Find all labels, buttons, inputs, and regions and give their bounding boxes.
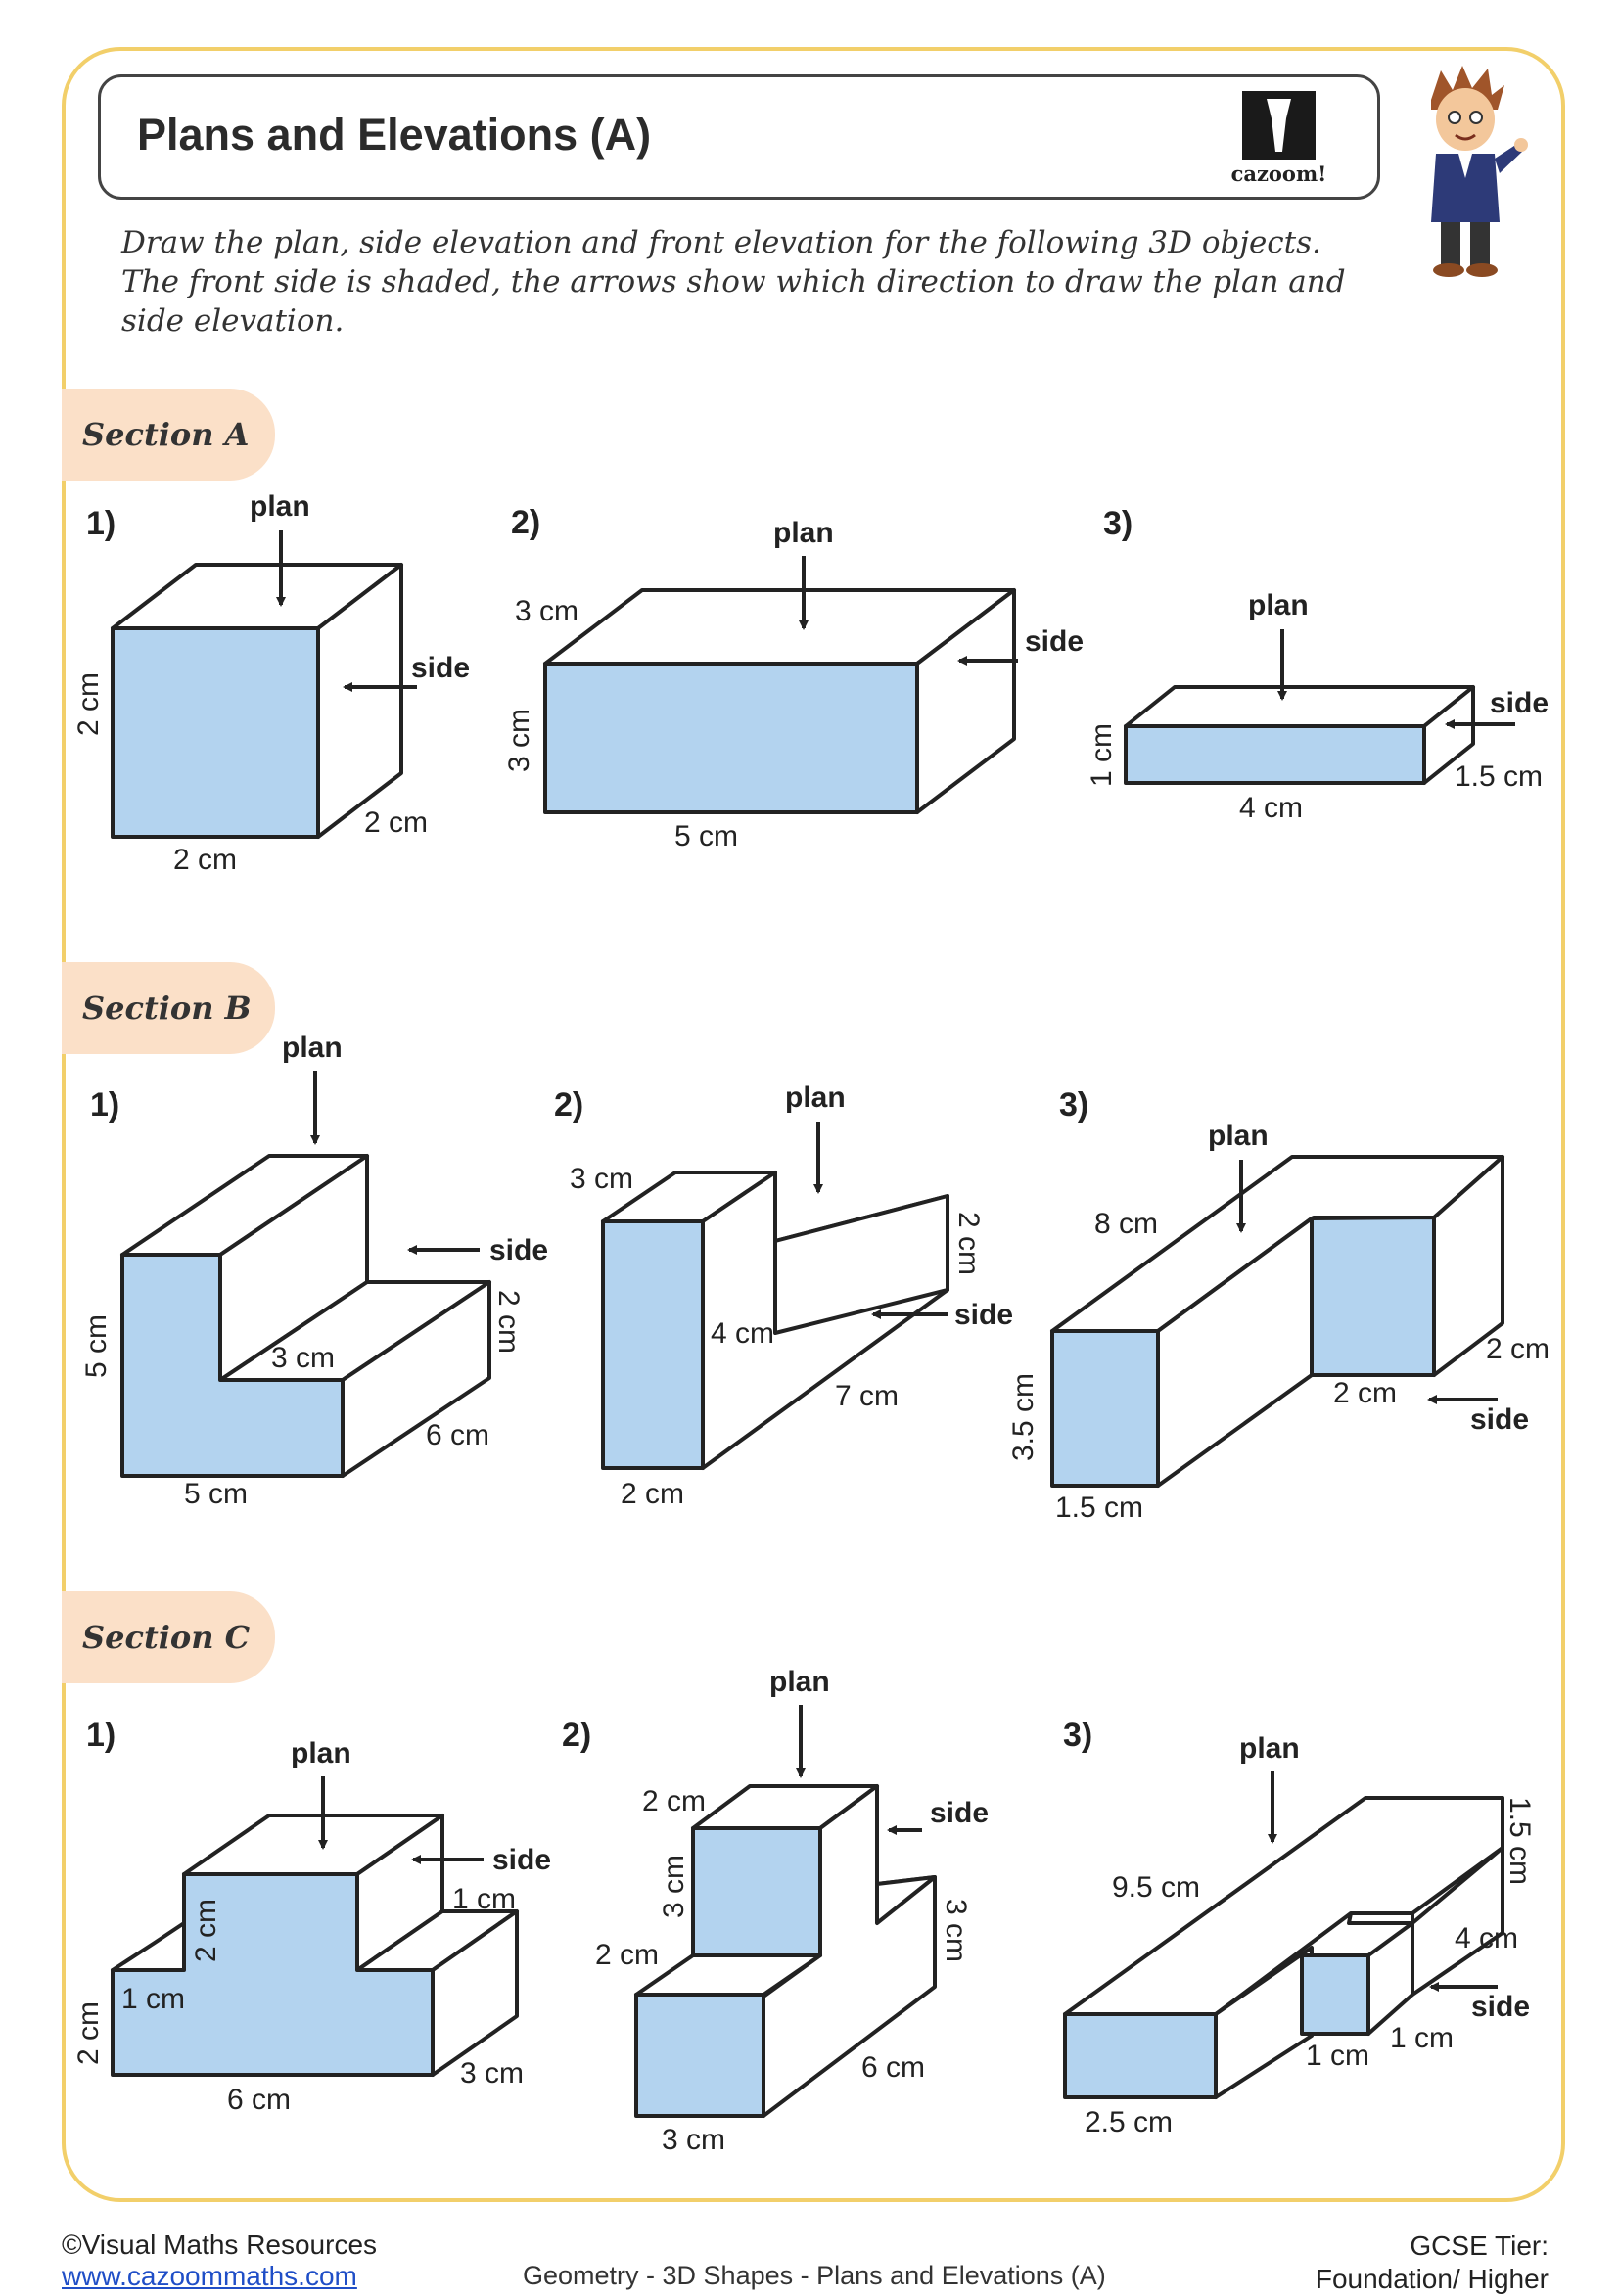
b2-number: 2)	[554, 1086, 583, 1124]
c1-low-height-label: 2 cm	[72, 2001, 105, 2065]
c2-top-label: 2 cm	[642, 1785, 706, 1817]
website-link[interactable]: www.cazoommaths.com	[62, 2261, 357, 2291]
a1-depth-label: 2 cm	[364, 806, 428, 839]
a3-height-label: 1 cm	[1086, 723, 1118, 787]
shape-c3	[1063, 1796, 1504, 2099]
b3-plan-label: plan	[1208, 1120, 1269, 1152]
page-title: Plans and Elevations (A)	[137, 110, 652, 160]
a1-width-label: 2 cm	[173, 844, 237, 876]
a3-side-label: side	[1490, 687, 1549, 719]
b3-side-label: side	[1470, 1403, 1529, 1436]
c1-low-step-label: 1 cm	[121, 1983, 185, 2015]
b2-depth-label: 7 cm	[835, 1380, 899, 1412]
b2-top-label: 3 cm	[570, 1163, 633, 1195]
logo-text: cazoom!	[1230, 161, 1327, 186]
a3-number: 3)	[1103, 505, 1133, 542]
c1-width-label: 6 cm	[227, 2084, 291, 2116]
c3-length-label: 9.5 cm	[1112, 1871, 1200, 1904]
shape-a3	[1124, 685, 1475, 785]
instruction-line: side elevation.	[121, 303, 345, 339]
a2-plan-label: plan	[773, 517, 834, 549]
section-a-tab: Section A	[62, 389, 275, 481]
shape-a2	[543, 588, 1016, 814]
c1-number: 1)	[86, 1717, 116, 1754]
b2-notch-label: 4 cm	[711, 1317, 774, 1350]
a1-height-label: 2 cm	[72, 672, 105, 736]
a2-number: 2)	[511, 504, 540, 541]
b1-depth-label: 6 cm	[426, 1419, 489, 1451]
instruction-line: Draw the plan, side elevation and front …	[121, 225, 1321, 260]
b1-plan-label: plan	[282, 1032, 343, 1064]
b2-side-label: side	[954, 1299, 1013, 1331]
a1-side-label: side	[411, 652, 470, 684]
copyright-text: ©Visual Maths Resources	[62, 2229, 378, 2260]
a2-side-label: side	[1025, 625, 1084, 658]
a2-depth-label: 3 cm	[515, 595, 578, 627]
section-c-tab: Section C	[62, 1591, 275, 1683]
c1-step-label: 1 cm	[452, 1883, 516, 1915]
shape-b3	[1050, 1155, 1504, 1488]
b2-width-label: 2 cm	[621, 1478, 684, 1510]
footer-topic: Geometry - 3D Shapes - Plans and Elevati…	[523, 2261, 1106, 2290]
shape-a1	[111, 563, 403, 839]
a2-height-label: 3 cm	[503, 709, 535, 772]
instructions: Draw the plan, side elevation and front …	[121, 223, 1346, 341]
c3-plan-label: plan	[1239, 1732, 1300, 1765]
c3-number: 3)	[1063, 1717, 1092, 1754]
footer-left: ©Visual Maths Resources www.cazoommaths.…	[62, 2229, 377, 2292]
c2-depth-label: 6 cm	[861, 2051, 925, 2084]
instruction-line: The front side is shaded, the arrows sho…	[121, 264, 1346, 299]
shape-c2	[634, 1784, 937, 2118]
b3-length-label: 8 cm	[1094, 1208, 1158, 1240]
c3-side-label: side	[1471, 1991, 1530, 2023]
cazoom-logo-icon	[1242, 91, 1316, 160]
c1-plan-label: plan	[291, 1737, 351, 1769]
a1-number: 1)	[86, 505, 116, 542]
c2-width-label: 3 cm	[662, 2124, 725, 2156]
c2-right-label: 3 cm	[940, 1899, 972, 1962]
a3-plan-label: plan	[1248, 589, 1309, 621]
b1-step-label: 3 cm	[271, 1342, 335, 1374]
section-b-tab: Section B	[62, 962, 275, 1054]
c2-number: 2)	[562, 1717, 591, 1754]
c2-plan-label: plan	[769, 1666, 830, 1698]
c1-upper-label: 2 cm	[190, 1899, 222, 1962]
c2-upper-label: 3 cm	[658, 1855, 690, 1918]
a3-depth-label: 1.5 cm	[1455, 760, 1543, 793]
title-box	[98, 74, 1380, 200]
footer-right: GCSE Tier: Foundation/ Higher	[1316, 2229, 1549, 2296]
shape-c1	[111, 1814, 519, 2077]
c1-side-label: side	[492, 1844, 551, 1876]
b1-width-label: 5 cm	[184, 1478, 248, 1510]
a3-width-label: 4 cm	[1239, 792, 1303, 824]
a2-width-label: 5 cm	[674, 820, 738, 852]
c1-depth-label: 3 cm	[460, 2057, 524, 2089]
c2-side-label: side	[930, 1797, 989, 1829]
c3-width-label: 2.5 cm	[1085, 2106, 1173, 2138]
c3-block-w-label: 1 cm	[1306, 2040, 1369, 2072]
page-border	[62, 47, 1565, 2202]
c3-right-label: 4 cm	[1455, 1922, 1518, 1954]
shape-b2	[601, 1171, 949, 1470]
b1-side-label: side	[489, 1234, 548, 1266]
c3-block-d-label: 1 cm	[1390, 2022, 1454, 2054]
b2-right-height-label: 2 cm	[952, 1212, 985, 1275]
a1-plan-label: plan	[250, 490, 310, 523]
b1-number: 1)	[90, 1086, 119, 1124]
b1-step-height-label: 2 cm	[492, 1290, 525, 1354]
mascot-boy-icon	[1431, 66, 1528, 277]
c3-end-label: 1.5 cm	[1503, 1797, 1536, 1885]
b3-block-depth-label: 2 cm	[1486, 1333, 1550, 1365]
tier-label: GCSE Tier:	[1410, 2230, 1549, 2261]
b3-height-label: 3.5 cm	[1007, 1373, 1040, 1461]
tier-value: Foundation/ Higher	[1315, 2264, 1549, 2294]
shape-b1	[120, 1154, 491, 1478]
b3-block-label: 2 cm	[1333, 1377, 1397, 1409]
b1-height-label: 5 cm	[80, 1314, 113, 1378]
c2-mid-label: 2 cm	[595, 1939, 659, 1971]
b3-number: 3)	[1059, 1086, 1088, 1124]
b3-width-label: 1.5 cm	[1055, 1492, 1143, 1524]
b2-plan-label: plan	[785, 1081, 846, 1114]
